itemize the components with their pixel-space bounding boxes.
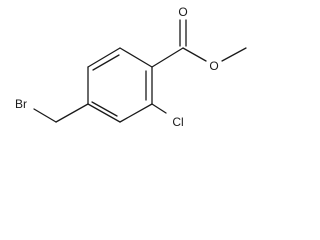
bond-carbonyl-to-ester-oxygen (182, 47, 207, 62)
ring-bond-c3-c4 (87, 103, 121, 123)
bromine-label: Br (15, 97, 27, 111)
ring-bond-c5-c6 (87, 47, 121, 68)
bond-ring-to-carbonyl (151, 47, 184, 68)
ring-double-bond-inner-top-left (92, 54, 120, 71)
methyl-ester-group: O O (151, 5, 247, 73)
bond-ring-to-chlorine (151, 103, 167, 114)
chlorine-label: Cl (172, 115, 183, 129)
benzene-ring (87, 47, 153, 123)
ester-oxygen-label: O (209, 59, 218, 73)
chemical-structure-diagram: O O Cl Br (15, 5, 247, 129)
bond-ester-oxygen-to-methyl (221, 47, 247, 62)
ring-double-bond-inner-bottom-left (91, 101, 118, 117)
ring-bond-c2-c3 (119, 103, 153, 123)
chloro-substituent: Cl (151, 103, 184, 129)
ring-bond-c6-c1 (119, 47, 153, 68)
bond-ch2-to-bromine (33, 108, 57, 123)
carbonyl-oxygen-label: O (178, 5, 187, 19)
bond-ring-to-ch2 (55, 103, 89, 123)
bromomethyl-substituent: Br (15, 97, 89, 123)
